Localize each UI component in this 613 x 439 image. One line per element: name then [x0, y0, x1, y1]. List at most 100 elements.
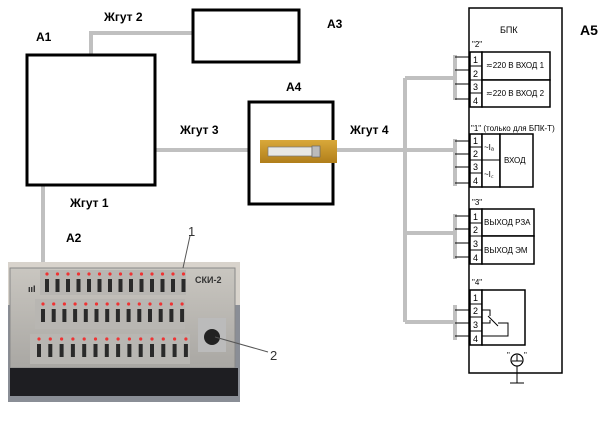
- toggle-switch: [70, 344, 75, 357]
- toggle-switch: [138, 344, 143, 357]
- label-harness-3: Жгут 3: [179, 123, 219, 137]
- toggle-switch: [41, 309, 45, 322]
- ground-icon: [510, 353, 524, 384]
- led-indicator: [41, 302, 45, 306]
- connector-1-label: "1" (только для БПК-Т): [471, 124, 555, 133]
- ground-quote: ": [524, 351, 527, 360]
- led-indicator: [139, 337, 143, 341]
- led-indicator: [184, 337, 188, 341]
- input-2-label: ≂220 В ВХОД 2: [486, 89, 545, 98]
- output-em-label: ВЫХОД ЭМ: [484, 246, 528, 255]
- led-indicator: [169, 302, 173, 306]
- toggle-switch: [66, 279, 70, 292]
- toggle-switch: [62, 309, 67, 322]
- relay-contact-icon: [482, 309, 509, 337]
- pin: 2: [473, 306, 478, 316]
- toggle-switch: [183, 344, 188, 357]
- toggle-switch: [104, 344, 109, 357]
- toggle-switch: [118, 279, 123, 292]
- pin: 2: [473, 69, 478, 79]
- toggle-switch: [87, 279, 91, 292]
- toggle-switch: [129, 279, 133, 292]
- label-harness-2: Жгут 2: [103, 10, 143, 24]
- led-indicator: [139, 272, 144, 276]
- led-indicator: [76, 272, 81, 276]
- led-indicator: [87, 272, 91, 276]
- led-indicator: [150, 272, 154, 276]
- toggle-switch: [93, 344, 98, 357]
- pin: 4: [473, 96, 478, 106]
- toggle-switch: [127, 344, 132, 357]
- led-indicator: [150, 337, 154, 341]
- led-indicator: [129, 272, 133, 276]
- toggle-switch: [172, 344, 177, 357]
- pin: 2: [473, 149, 478, 159]
- pin: 4: [473, 176, 478, 186]
- toggle-switch: [181, 279, 186, 292]
- led-indicator: [116, 337, 120, 341]
- toggle-switch: [169, 309, 174, 322]
- ski-2-device-photo: ııl СКИ-2: [8, 262, 240, 402]
- led-indicator: [66, 272, 70, 276]
- led-indicator: [127, 302, 131, 306]
- toggle-switch: [126, 309, 131, 322]
- label-a2: А2: [66, 231, 82, 245]
- toggle-switch: [94, 309, 99, 322]
- toggle-switch: [150, 344, 154, 357]
- block-a3: [191, 8, 301, 64]
- toggle-switch: [59, 344, 64, 357]
- pin: 3: [473, 239, 478, 249]
- led-indicator: [159, 302, 163, 306]
- device-model-label: СКИ-2: [195, 275, 221, 285]
- led-indicator: [93, 337, 98, 341]
- toggle-switch: [171, 279, 175, 292]
- led-indicator: [105, 302, 109, 306]
- led-indicator: [105, 337, 109, 341]
- led-indicator: [171, 272, 175, 276]
- led-indicator: [173, 337, 177, 341]
- led-indicator: [52, 302, 56, 306]
- label-a1: А1: [36, 30, 52, 44]
- bpk-title: БПК: [500, 25, 518, 35]
- input-1-label: ≂220 В ВХОД 1: [486, 61, 545, 70]
- input-label: ВХОД: [504, 156, 526, 165]
- toggle-switch: [161, 344, 166, 357]
- harness-2-line: [89, 31, 193, 55]
- toggle-switch: [76, 279, 81, 292]
- toggle-switch: [48, 344, 53, 357]
- bpk-block: БПК "2" 1 2 3 4 ≂220 В ВХОД 1 ≂220 В ВХО…: [468, 7, 563, 384]
- toggle-switch: [160, 279, 165, 292]
- toggle-switch: [97, 279, 102, 292]
- led-indicator: [45, 272, 49, 276]
- led-indicator: [84, 302, 88, 306]
- toggle-switch: [115, 309, 120, 322]
- led-indicator: [161, 337, 165, 341]
- connector-3-label: "3": [472, 198, 482, 207]
- led-indicator: [55, 272, 60, 276]
- led-indicator: [108, 272, 112, 276]
- toggle-switch: [180, 309, 185, 322]
- pin: 1: [473, 136, 478, 146]
- toggle-switch: [116, 344, 121, 357]
- pin: 1: [473, 293, 478, 303]
- svg-text:ııl: ııl: [28, 284, 36, 294]
- led-indicator: [180, 302, 184, 306]
- led-indicator: [116, 302, 120, 306]
- led-indicator: [118, 272, 123, 276]
- callout-2-leader: [214, 336, 269, 353]
- pin: 2: [473, 225, 478, 235]
- pin: 3: [473, 162, 478, 172]
- harness-4-branches: [405, 76, 455, 324]
- toggle-switch: [148, 309, 152, 322]
- connector-2-label: "2": [472, 40, 482, 49]
- led-indicator: [73, 302, 77, 306]
- block-a1: [25, 53, 157, 187]
- led-indicator: [181, 272, 186, 276]
- toggle-switch: [150, 279, 154, 292]
- toggle-switch: [45, 279, 49, 292]
- label-harness-4: Жгут 4: [349, 123, 389, 137]
- led-indicator: [82, 337, 86, 341]
- label-a5: А5: [580, 22, 598, 38]
- sensor-image: [260, 140, 337, 163]
